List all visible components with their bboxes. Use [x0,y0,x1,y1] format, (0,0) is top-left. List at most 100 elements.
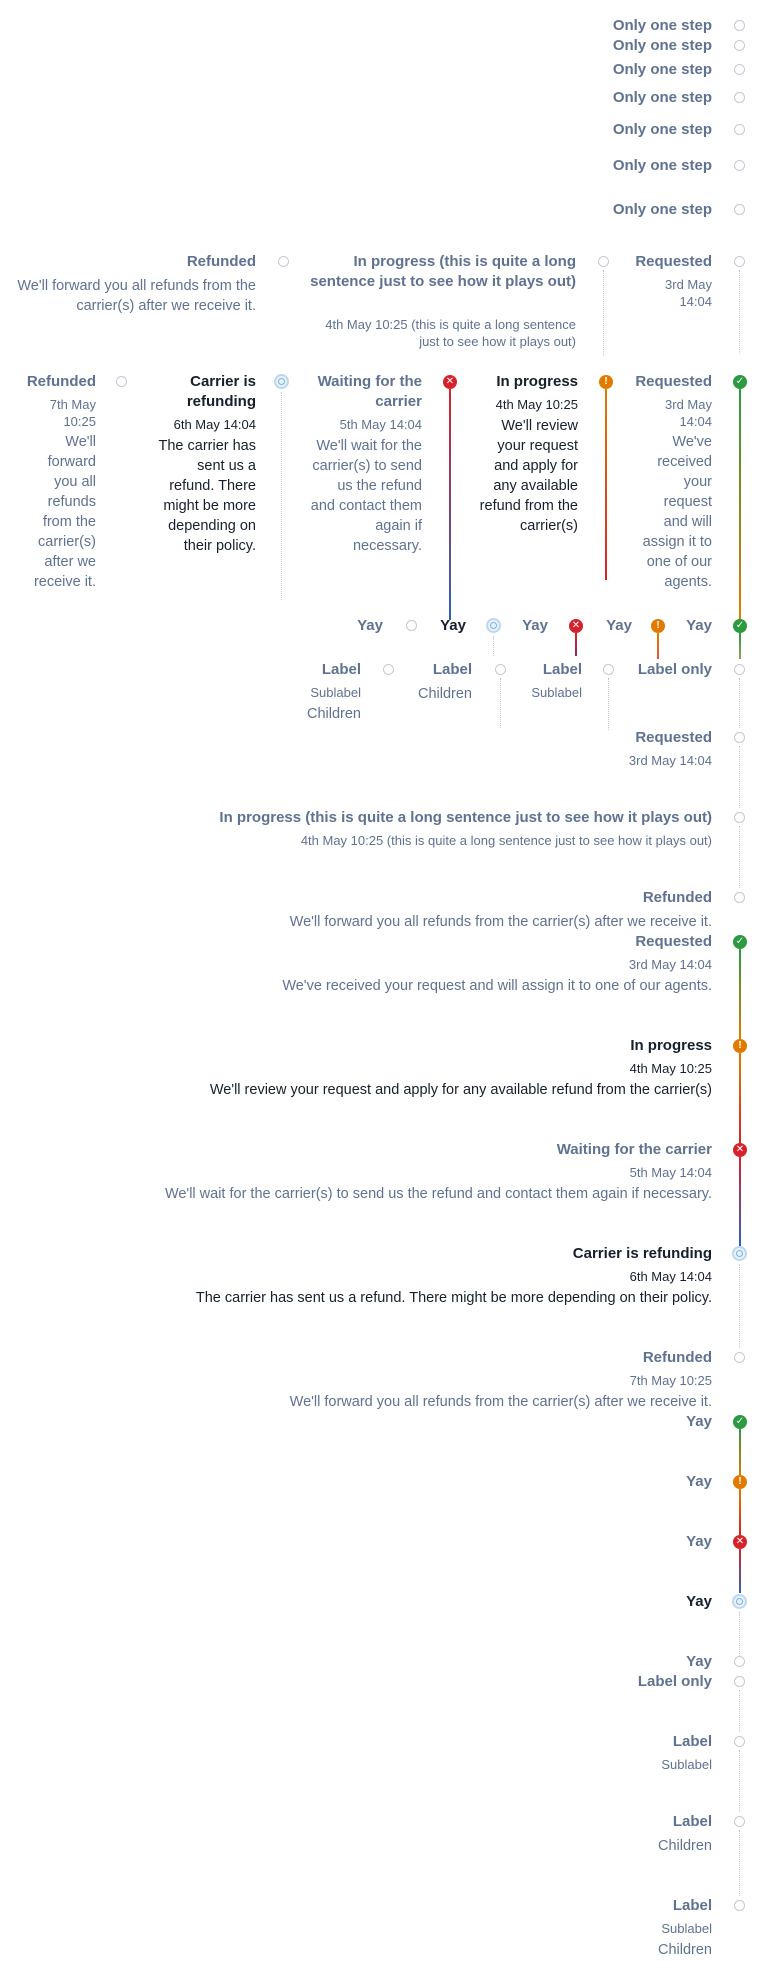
step-desc-refunded: We'll forward you all refunds from the c… [289,1394,712,1410]
connector-line [739,1612,740,1656]
connector-line [739,1429,741,1475]
step-pending-icon [734,256,745,267]
step-date-in-progress: 4th May 10:25 [629,1061,712,1076]
step-pending-icon [603,664,614,675]
step-pending-icon [734,1736,745,1747]
step-date-carrier-refunding: 6th May 14:04 [173,417,256,432]
step-label: Only one step [612,121,712,138]
step-label: Yay [686,1413,712,1430]
step-label-requested: Requested [635,933,712,950]
connector-line [739,949,741,1040]
step-children: Children [658,1838,712,1854]
connector-line [739,633,741,659]
step-label: Label only [637,661,712,678]
step-date-waiting: 5th May 14:04 [339,417,422,432]
step-label-refunded: Refunded [642,889,712,906]
step-pending-icon [734,20,745,31]
step-label-waiting: Waiting for the carrier [556,1141,712,1158]
step-pending-icon [734,40,745,51]
step-label: Only one step [612,17,712,34]
step-date-in-progress: 4th May 10:25 [495,397,578,412]
step-date-waiting: 5th May 14:04 [629,1165,712,1180]
connector-line [739,1750,740,1812]
step-pending-icon [734,124,745,135]
connector-line [493,636,494,656]
connector-line [739,1489,741,1535]
error-cross-icon: ✕ [733,1535,747,1549]
step-date-requested: 3rd May 14:04 [665,277,712,309]
step-label: Yay [606,617,632,634]
step-label-refunded: Refunded [642,1349,712,1366]
step-label: Only one step [612,89,712,106]
step-label: Yay [686,1533,712,1550]
step-pending-icon [278,256,289,267]
step-label: Yay [686,1653,712,1670]
connector-line [500,678,501,728]
step-label: Only one step [612,157,712,174]
warning-exclamation-icon: ! [733,1039,747,1053]
step-current-icon [732,1594,747,1609]
step-label-in-progress: In progress (this is quite a long senten… [310,253,576,290]
step-label: Only one step [612,201,712,218]
step-pending-icon [734,664,745,675]
step-date-requested: 3rd May 14:04 [665,397,712,429]
connector-line [739,826,740,888]
success-check-icon: ✓ [733,1415,747,1429]
step-desc-requested: We've received your request and will ass… [642,434,712,590]
step-sublabel: Sublabel [661,1921,712,1936]
connector-line [739,1157,741,1246]
step-date-in-progress: 4th May 10:25 (this is quite a long sent… [325,317,576,349]
connector-line [739,678,740,728]
step-current-icon [732,1246,747,1261]
step-label-refunded: Refunded [26,373,96,390]
step-pending-icon [116,376,127,387]
step-desc-refunded: We'll forward you all refunds from the c… [289,914,712,930]
step-label: Yay [686,1593,712,1610]
step-label: Yay [686,1473,712,1490]
step-label: Label [432,661,472,678]
step-pending-icon [734,892,745,903]
warning-exclamation-icon: ! [733,1475,747,1489]
step-date-refunded: 7th May 10:25 [49,397,96,429]
step-pending-icon [383,664,394,675]
step-desc-refunded: We'll forward you all refunds from the c… [17,278,256,314]
connector-line [605,389,607,580]
step-desc-requested: We've received your request and will ass… [282,978,712,994]
connector-line [657,633,659,659]
step-label: Yay [357,617,383,634]
connector-line [281,392,282,600]
step-label: Only one step [612,61,712,78]
step-label: Label [672,1733,712,1750]
step-desc-waiting: We'll wait for the carrier(s) to send us… [310,438,422,554]
step-label: Label [542,661,582,678]
step-pending-icon [495,664,506,675]
step-label-waiting: Waiting for the carrier [317,373,422,410]
step-date-in-progress: 4th May 10:25 (this is quite a long sent… [300,833,712,848]
step-pending-icon [734,204,745,215]
connector-line [739,1690,740,1732]
success-check-icon: ✓ [733,375,747,389]
warning-exclamation-icon: ! [651,619,665,633]
connector-line [739,389,741,620]
step-label-carrier-refunding: Carrier is refunding [186,373,256,410]
step-label-requested: Requested [635,253,712,270]
connector-line [739,1549,741,1593]
step-pending-icon [406,620,417,631]
step-label: Yay [440,617,466,634]
connector-line [739,1053,741,1144]
step-label: Only one step [612,37,712,54]
step-children: Children [658,1942,712,1958]
step-label-requested: Requested [635,729,712,746]
step-sublabel: Sublabel [661,1757,712,1772]
step-label-refunded: Refunded [186,253,256,270]
step-desc-in-progress: We'll review your request and apply for … [209,1082,712,1098]
step-desc-refunded: We'll forward you all refunds from the c… [33,434,96,590]
step-pending-icon [734,1656,745,1667]
step-desc-in-progress: We'll review your request and apply for … [479,418,578,534]
connector-line [739,1830,740,1896]
step-date-carrier-refunding: 6th May 14:04 [629,1269,712,1284]
step-sublabel: Sublabel [531,685,582,700]
step-label: Yay [522,617,548,634]
step-label-carrier-refunding: Carrier is refunding [572,1245,712,1262]
connector-line [739,1264,740,1348]
